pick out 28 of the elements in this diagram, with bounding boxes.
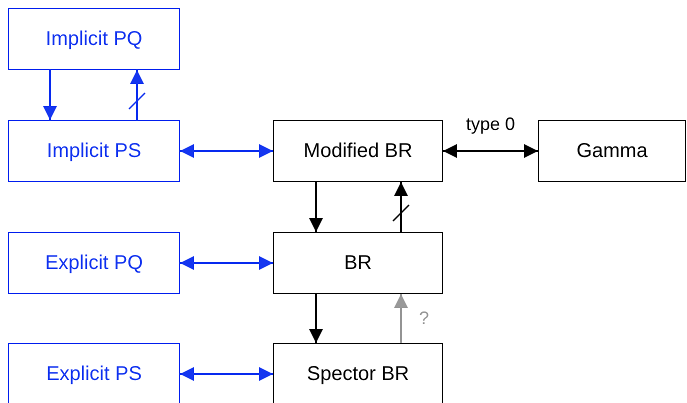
box-label: Implicit PS xyxy=(46,140,142,162)
arrow xyxy=(392,182,410,232)
edge-label: type 0 xyxy=(466,115,516,133)
process-box xyxy=(8,120,180,182)
arrow xyxy=(180,367,273,381)
edge-label: ? xyxy=(419,308,430,326)
arrow xyxy=(309,294,323,343)
box-label: Implicit PQ xyxy=(46,28,142,50)
arrow xyxy=(43,70,57,120)
box-label: Explicit PS xyxy=(46,362,142,386)
arrow xyxy=(394,294,408,343)
box-label: Explicit PQ xyxy=(45,252,143,274)
arrow xyxy=(180,256,273,270)
process-box xyxy=(8,343,180,403)
process-box xyxy=(538,120,686,182)
process-box xyxy=(273,120,443,182)
box-label: Gamma xyxy=(576,140,648,162)
arrow xyxy=(128,70,146,120)
process-box xyxy=(8,8,180,70)
process-box xyxy=(273,232,443,294)
process-box xyxy=(273,343,443,403)
arrow xyxy=(309,182,323,232)
box-label: Modified BR xyxy=(304,140,412,162)
arrow xyxy=(443,144,538,158)
box-label: Spector BR xyxy=(306,362,410,386)
box-label: BR xyxy=(344,252,372,274)
arrow xyxy=(180,144,273,158)
process-box xyxy=(8,232,180,294)
